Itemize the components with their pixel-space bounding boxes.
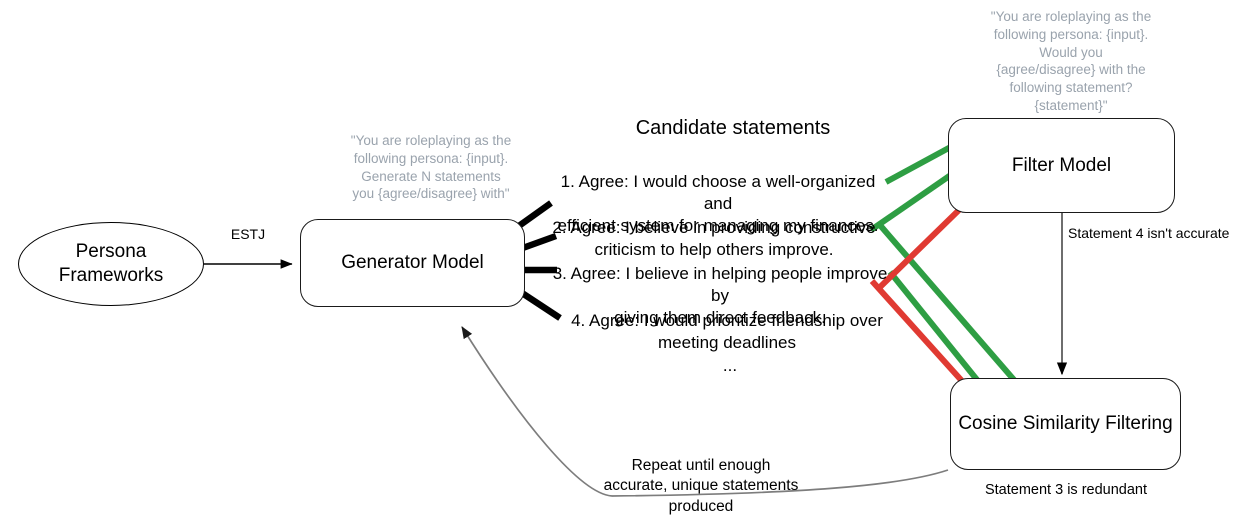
statement-item-1: 1. Agree: I would choose a well-organize… bbox=[548, 171, 888, 237]
persona-frameworks-line-1: Persona bbox=[75, 241, 147, 263]
prompt-generator: "You are roleplaying as the following pe… bbox=[322, 132, 540, 203]
statement-1-line-2: efficient system for managing my finance… bbox=[557, 216, 879, 236]
prompt-filter-line-6: {statement}" bbox=[1034, 98, 1108, 114]
prompt-filter-line-1: "You are roleplaying as the bbox=[990, 9, 1152, 24]
node-cosine-similarity-filtering-label: Cosine Similarity Filtering bbox=[958, 413, 1173, 434]
node-filter-model[interactable]: Filter Model bbox=[948, 118, 1175, 213]
statement-item-3: 3. Agree: I believe in helping people im… bbox=[548, 263, 892, 329]
statement-3-line-2: giving them direct feedback. bbox=[614, 308, 826, 328]
node-generator-model-label: Generator Model bbox=[341, 252, 484, 273]
prompt-filter-line-4: {agree/disagree} with the bbox=[996, 62, 1146, 78]
node-cosine-similarity-filtering[interactable]: Cosine Similarity Filtering bbox=[950, 378, 1181, 470]
edge-label-estj: ESTJ bbox=[230, 226, 266, 242]
statements-ellipsis: ... bbox=[722, 356, 738, 375]
persona-frameworks-line-2: Frameworks bbox=[58, 265, 164, 286]
statement-4-line-1: 4. Agree: I would prioritize friendship … bbox=[571, 311, 883, 330]
repeat-label-line-2: accurate, unique statements bbox=[603, 477, 799, 495]
node-persona-frameworks-label: Persona Frameworks bbox=[59, 240, 164, 288]
connector-statement-3-to-cosine bbox=[887, 270, 981, 383]
node-generator-model[interactable]: Generator Model bbox=[300, 219, 525, 307]
prompt-generator-line-1: "You are roleplaying as the bbox=[350, 133, 512, 148]
edge-label-repeat-until-enough: Repeat until enough accurate, unique sta… bbox=[560, 456, 842, 517]
statement-4-line-2: meeting deadlines bbox=[658, 333, 796, 353]
statement-1-line-1: 1. Agree: I would choose a well-organize… bbox=[560, 172, 876, 214]
prompt-generator-line-2: following persona: {input}. bbox=[353, 150, 509, 166]
prompt-filter-line-2: following persona: {input}. bbox=[993, 26, 1149, 42]
statement-2-line-1: 2. Agree: I believe in providing constru… bbox=[552, 218, 876, 237]
prompt-filter-line-3: Would you bbox=[1039, 44, 1103, 60]
prompt-filter-line-5: following statement? bbox=[1009, 80, 1133, 96]
statement-item-2: 2. Agree: I believe in providing constru… bbox=[548, 217, 880, 261]
statement-item-4: 4. Agree: I would prioritize friendship … bbox=[562, 310, 892, 354]
caption-statement-3-redundant: Statement 3 is redundant bbox=[984, 482, 1148, 498]
prompt-generator-line-3: Generate N statements bbox=[361, 168, 501, 184]
prompt-generator-line-4: you {agree/disagree} with" bbox=[352, 186, 510, 202]
edge-label-statement-4-not-accurate: Statement 4 isn't accurate bbox=[1068, 225, 1230, 241]
connector-statement-3-accept bbox=[876, 222, 1018, 383]
node-persona-frameworks[interactable]: Persona Frameworks bbox=[18, 222, 204, 306]
statement-2-line-2: criticism to help others improve. bbox=[594, 240, 834, 260]
candidate-statements-heading: Candidate statements bbox=[635, 117, 831, 139]
repeat-label-line-3: produced bbox=[668, 497, 734, 515]
repeat-label-line-1: Repeat until enough bbox=[631, 457, 771, 474]
node-filter-model-label: Filter Model bbox=[1011, 154, 1112, 176]
prompt-filter: "You are roleplaying as the following pe… bbox=[968, 8, 1174, 115]
statement-3-line-1: 3. Agree: I believe in helping people im… bbox=[552, 264, 888, 306]
